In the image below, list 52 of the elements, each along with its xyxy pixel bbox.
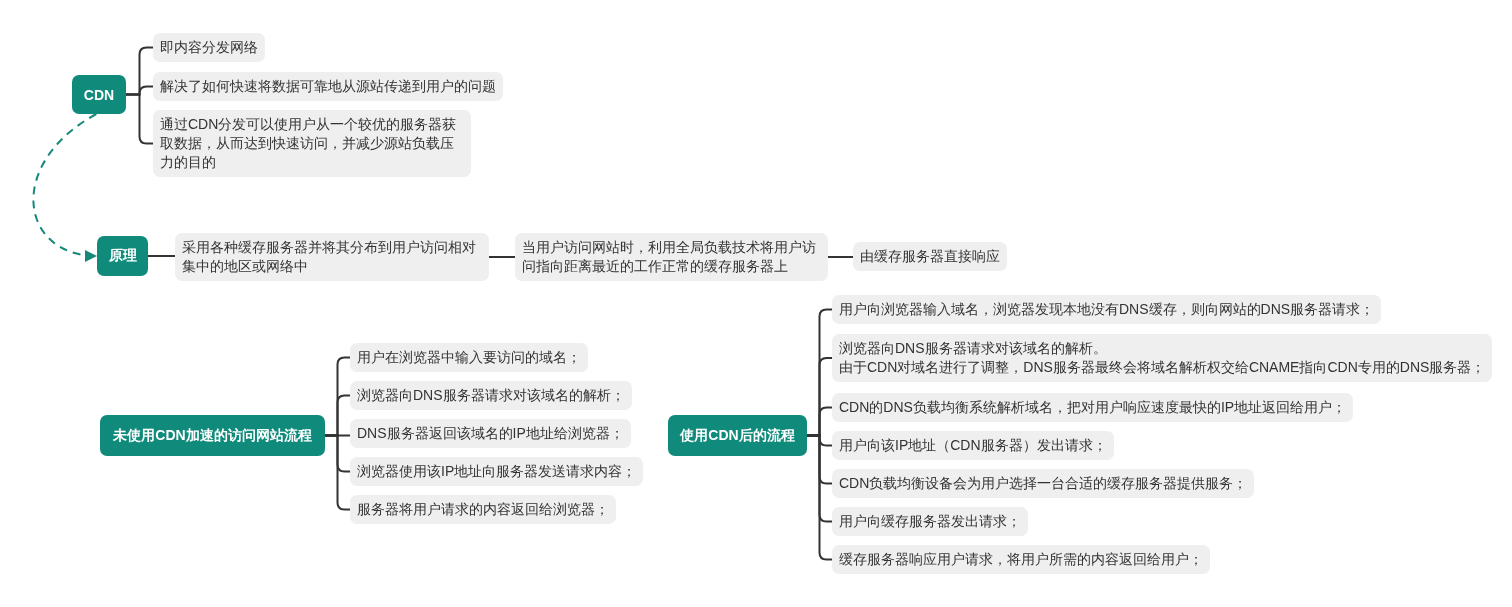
note-text: DNS服务器返回该域名的IP地址给浏览器；: [357, 424, 624, 443]
note-card: [832, 295, 1382, 324]
note-card: [350, 381, 632, 410]
connector-line: [827, 256, 854, 258]
note-card: [832, 507, 1028, 536]
note-text: 由于CDN对域名进行了调整，DNS服务器最终会将域名解析权交给CNAME指向CDN专用的DNS服务器；: [839, 358, 1486, 377]
note-text: 采用各种缓存服务器并将其分布到用户访问相对集中的地区或网络中: [182, 238, 477, 276]
topic-node: [100, 415, 325, 456]
connector-line: [488, 256, 516, 258]
note-card: [350, 343, 588, 372]
connector-line: [806, 434, 833, 561]
note-text: 用户向浏览器输入域名，浏览器发现本地没有DNS缓存，则向网站的DNS服务器请求；: [839, 300, 1375, 319]
topic-label: 使用CDN后的流程: [680, 426, 795, 445]
note-card: [175, 233, 489, 281]
note-text: 用户向该IP地址（CDN服务器）发出请求；: [839, 436, 1107, 455]
note-text: 当用户访问网站时，利用全局负载技术将用户访问指向距离最近的工作正常的缓存服务器上: [522, 238, 817, 276]
topic-node: [668, 415, 807, 456]
note-card: [853, 242, 1007, 271]
connector-line: [324, 434, 351, 511]
note-card: [350, 419, 631, 448]
note-card: [153, 72, 503, 101]
note-text: 用户在浏览器中输入要访问的域名；: [357, 348, 581, 367]
arrow: [32, 113, 98, 261]
note-card: [832, 393, 1354, 422]
note-text: 通过CDN分发可以使用户从一个较优的服务器获取数据，从而达到快速访问，并减少源站负载压力的目的: [160, 115, 458, 172]
connector-line: [125, 93, 154, 145]
note-card: [153, 110, 471, 177]
note-text: CDN的DNS负载均衡系统解析域名，把对用户响应速度最快的IP地址返回给用户；: [839, 398, 1347, 417]
note-card: [832, 334, 1493, 382]
note-text: CDN负载均衡设备会为用户选择一台合适的缓存服务器提供服务；: [839, 474, 1248, 493]
topic-label: CDN: [83, 86, 115, 103]
topic-label: 原理: [108, 247, 137, 265]
note-text: 即内容分发网络: [160, 38, 258, 57]
topic-label: 未使用CDN加速的访问网站流程: [113, 426, 312, 445]
note-text: 由缓存服务器直接响应: [860, 247, 1000, 266]
note-card: [832, 469, 1255, 498]
note-card: [832, 431, 1114, 460]
note-text: 服务器将用户请求的内容返回给浏览器；: [357, 500, 609, 519]
note-card: [832, 545, 1210, 574]
note-card: [350, 495, 616, 524]
note-card: [515, 233, 828, 281]
topic-node: [97, 236, 148, 276]
note-card: [153, 33, 265, 62]
note-text: 用户向缓存服务器发出请求；: [839, 512, 1021, 531]
note-text: 解决了如何快速将数据可靠地从源站传递到用户的问题: [160, 77, 496, 96]
topic-node: [72, 75, 126, 114]
note-text: 缓存服务器响应用户请求，将用户所需的内容返回给用户；: [839, 550, 1203, 569]
note-text: 浏览器向DNS服务器请求对该域名的解析。: [839, 339, 1108, 358]
note-text: 浏览器向DNS服务器请求对该域名的解析；: [357, 386, 625, 405]
note-card: [350, 457, 644, 486]
connector-line: [147, 255, 176, 257]
note-text: 浏览器使用该IP地址向服务器发送请求内容；: [357, 462, 637, 481]
